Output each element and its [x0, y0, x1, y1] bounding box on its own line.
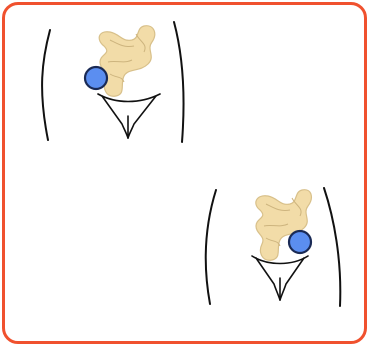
torso-figure-left-mass: [36, 12, 196, 147]
appendix-mass-marker: [289, 231, 311, 253]
appendix-mass-marker: [85, 67, 107, 89]
torso-figure-right-mass: [200, 180, 360, 315]
pelvis-lines: [252, 256, 308, 300]
pelvis-lines: [98, 94, 160, 138]
